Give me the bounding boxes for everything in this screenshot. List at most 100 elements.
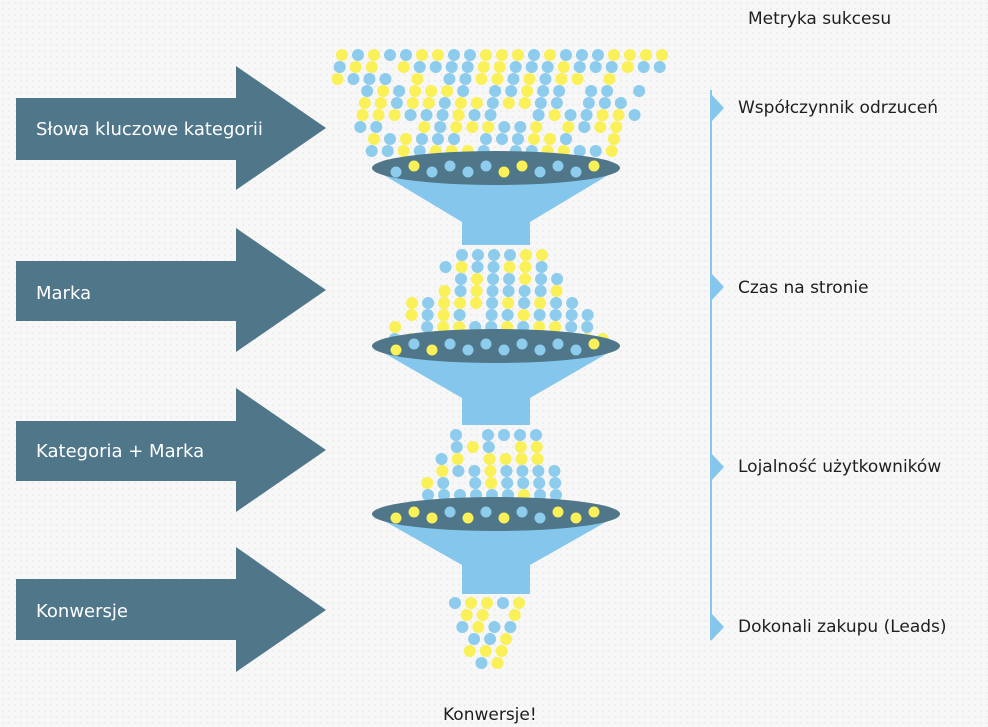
blue-dot: [408, 338, 420, 350]
blue-dot: [456, 249, 468, 261]
yellow-dot: [588, 160, 600, 172]
yellow-dot: [550, 285, 563, 297]
blue-dot: [448, 133, 460, 145]
yellow-dot: [513, 597, 525, 609]
yellow-dot: [479, 645, 492, 657]
blue-dot: [581, 321, 594, 333]
blue-dot: [480, 506, 492, 518]
yellow-dot: [508, 609, 521, 621]
blue-dot: [365, 145, 378, 157]
blue-dot: [421, 321, 434, 333]
funnel-2: [372, 329, 620, 425]
blue-dot: [533, 309, 546, 321]
yellow-dot: [455, 261, 468, 273]
blue-dot: [488, 249, 500, 261]
blue-dot: [580, 109, 593, 121]
blue-dot: [534, 512, 546, 524]
blue-dot: [507, 73, 520, 85]
blue-dot: [512, 133, 524, 145]
metrics-timeline: [710, 90, 724, 641]
blue-dot: [498, 121, 511, 133]
timeline-marker-3: [711, 453, 724, 481]
blue-dot: [550, 297, 563, 309]
blue-dot: [438, 97, 451, 109]
yellow-dot: [544, 133, 556, 145]
yellow-dot: [503, 261, 516, 273]
yellow-dot: [465, 597, 477, 609]
blue-dot: [570, 166, 582, 178]
blue-dot: [501, 309, 514, 321]
yellow-dot: [534, 297, 547, 309]
blue-dot: [426, 166, 438, 178]
blue-dot: [468, 109, 481, 121]
yellow-dot: [416, 49, 428, 61]
yellow-dot: [426, 344, 438, 356]
yellow-dot: [518, 97, 531, 109]
yellow-dot: [588, 506, 600, 518]
blue-dot: [488, 621, 501, 633]
blue-dot: [449, 597, 461, 609]
blue-dot: [422, 489, 434, 501]
blue-dot: [453, 309, 466, 321]
blue-dot: [471, 261, 484, 273]
blue-dot: [504, 621, 517, 633]
blue-dot: [450, 441, 463, 453]
stage-arrow-4: [16, 547, 326, 672]
yellow-dot: [588, 338, 600, 350]
blue-dot: [437, 477, 450, 489]
yellow-dot: [470, 97, 483, 109]
yellow-dot: [656, 49, 668, 61]
blue-dot: [439, 261, 452, 273]
blue-dot: [581, 309, 594, 321]
yellow-dot: [422, 97, 435, 109]
yellow-dot: [491, 657, 504, 669]
blue-dot: [564, 109, 577, 121]
yellow-dot: [477, 61, 490, 73]
yellow-dot: [552, 506, 564, 518]
blue-dot: [582, 97, 595, 109]
yellow-dot: [374, 97, 387, 109]
blue-dot: [501, 477, 514, 489]
blue-dot: [457, 85, 470, 97]
blue-dot: [518, 285, 531, 297]
blue-dot: [633, 85, 646, 97]
blue-dot: [573, 145, 586, 157]
yellow-dot: [358, 97, 371, 109]
yellow-dot: [596, 109, 609, 121]
yellow-dot: [436, 465, 449, 477]
blue-dot: [487, 273, 500, 285]
yellow-dot: [621, 61, 634, 73]
yellow-dot: [624, 49, 636, 61]
blue-dot: [509, 61, 522, 73]
blue-dot: [532, 109, 545, 121]
stage-label-keywords: Słowa kluczowe kategorii: [36, 119, 263, 140]
blue-dot: [484, 633, 497, 645]
yellow-dot: [530, 121, 543, 133]
blue-dot: [435, 453, 448, 465]
yellow-dot: [536, 249, 548, 261]
yellow-dot: [437, 309, 450, 321]
blue-dot: [502, 285, 515, 297]
yellow-dot: [499, 453, 512, 465]
yellow-dot: [406, 97, 419, 109]
yellow-dot: [437, 321, 450, 333]
metric-time-on-site: Czas na stronie: [738, 278, 869, 298]
blue-dot: [552, 160, 564, 172]
blue-dot: [548, 465, 561, 477]
blue-dot: [498, 429, 510, 441]
blue-dot: [505, 85, 518, 97]
blue-dot: [573, 61, 586, 73]
blue-dot: [637, 61, 650, 73]
blue-dot: [528, 49, 540, 61]
stage-label-conversions: Konwersje: [36, 601, 128, 622]
yellow-dot: [555, 73, 568, 85]
yellow-dot: [438, 297, 451, 309]
yellow-dot: [519, 261, 532, 273]
blue-dot: [384, 133, 396, 145]
yellow-dot: [418, 121, 431, 133]
blue-dot: [560, 49, 572, 61]
yellow-dot: [411, 73, 424, 85]
blue-dot: [485, 309, 498, 321]
yellow-dot: [523, 73, 536, 85]
yellow-dot: [406, 297, 419, 309]
